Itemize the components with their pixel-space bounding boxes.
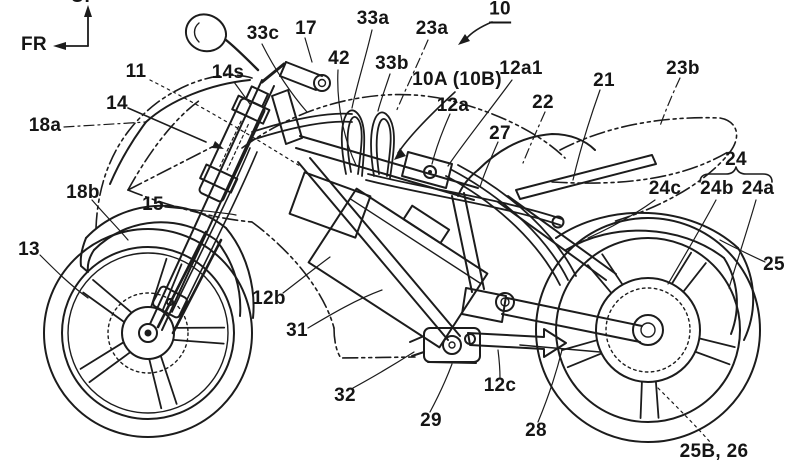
brace-24 <box>699 166 773 183</box>
leader-29 <box>429 363 453 413</box>
battery-box <box>288 171 489 349</box>
main-frame <box>295 135 515 341</box>
patent-figure-page: { "figure": { "type": "patent-line-drawi… <box>18 0 785 462</box>
front-spokes <box>79 257 226 410</box>
leader-11 <box>149 79 301 167</box>
leader-24b <box>667 199 717 285</box>
leader-13 <box>39 254 89 299</box>
leader-28 <box>537 349 563 423</box>
orientation-indicator <box>53 5 92 50</box>
leader-31 <box>307 289 383 329</box>
leader-25b-26 <box>657 387 711 443</box>
up-arrowhead-icon <box>84 5 92 17</box>
leader-12c <box>497 349 501 379</box>
label10a-arrowhead-icon <box>394 148 406 160</box>
label14-arrowhead-icon <box>212 141 224 149</box>
rear-sprocket <box>605 287 691 373</box>
motorcycle-diagram <box>39 5 773 443</box>
leader-42 <box>337 69 357 166</box>
figure-arrows <box>127 21 493 160</box>
leader-12b <box>282 256 331 294</box>
leader-15 <box>164 206 237 216</box>
handlebar <box>260 61 331 92</box>
fig10-arrowhead-icon <box>458 34 470 45</box>
seat-rail <box>515 154 657 200</box>
leader-22 <box>522 111 546 164</box>
leader-12a1 <box>447 79 513 167</box>
leader-24a <box>728 199 757 289</box>
leader-33c <box>261 43 308 113</box>
leader-23b <box>659 77 681 127</box>
leader-33b <box>377 73 391 112</box>
leader-25 <box>719 239 766 263</box>
cable-harness <box>251 109 577 286</box>
frame-bracket <box>401 151 453 189</box>
seat-line <box>477 133 596 171</box>
swingarm <box>501 297 643 353</box>
rear-fender <box>555 211 755 341</box>
windscreen <box>109 79 251 185</box>
front-brake-disc <box>107 292 189 374</box>
grip-end <box>313 74 331 92</box>
leader-24c <box>587 199 656 239</box>
front-cowl-phantom <box>95 74 416 359</box>
leader-17 <box>304 37 313 63</box>
leader-14s <box>233 81 251 105</box>
side-stand <box>464 328 567 358</box>
cable-loop-a <box>340 109 366 177</box>
rear-wheel <box>535 217 761 443</box>
leader-27 <box>479 141 499 188</box>
rear-frame <box>457 133 657 281</box>
mirror <box>185 13 260 72</box>
fr-arrowhead-icon <box>53 42 66 50</box>
tail-cowl-phantom <box>551 116 738 223</box>
cable-loop-b <box>370 111 395 179</box>
leader-33a <box>351 29 373 109</box>
leader-21 <box>572 89 601 181</box>
leader-23a <box>395 39 429 113</box>
front-wheel <box>43 228 253 438</box>
leader-lines <box>39 29 773 443</box>
front-fender <box>79 204 255 319</box>
leader-18b <box>91 199 129 241</box>
leader-12a <box>431 113 451 165</box>
leader-32 <box>352 351 415 389</box>
leader-18a <box>63 121 147 128</box>
pivot-plate <box>461 287 507 323</box>
mid-body-phantom <box>241 93 566 159</box>
